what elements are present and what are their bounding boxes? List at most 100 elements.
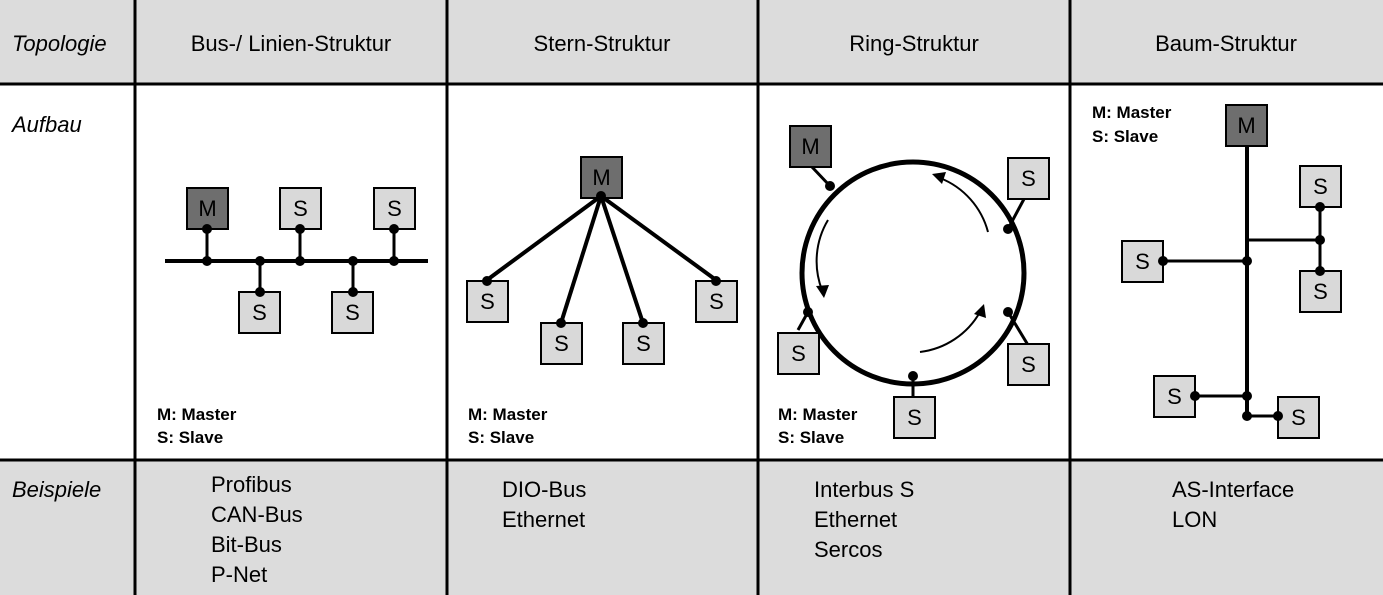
star-slave-node-3 bbox=[622, 322, 665, 365]
bus-slave-node-4 bbox=[331, 291, 374, 334]
tree-junction bbox=[1158, 256, 1168, 266]
example-item: AS-Interface bbox=[1172, 477, 1294, 502]
star-junction bbox=[482, 276, 492, 286]
ring-junction bbox=[1003, 307, 1013, 317]
tree-junction bbox=[1315, 266, 1325, 276]
tree-junction bbox=[1190, 391, 1200, 401]
star-slave-label-4: S bbox=[709, 289, 724, 314]
tree-slave-label-1: S bbox=[1313, 174, 1328, 199]
example-item: Bit-Bus bbox=[211, 532, 282, 557]
tree-slave-node-4 bbox=[1153, 375, 1196, 418]
ring-slave-label-1: S bbox=[1021, 166, 1036, 191]
tree-junction bbox=[1315, 202, 1325, 212]
row-label-topologie: Topologie bbox=[12, 31, 107, 56]
ring-junction bbox=[908, 371, 918, 381]
ring-direction-arrow-3 bbox=[919, 311, 981, 353]
column-header-bus: Bus-/ Linien-Struktur bbox=[191, 31, 392, 56]
bus-slave-label-4: S bbox=[345, 300, 360, 325]
tree-slave-label-2: S bbox=[1135, 249, 1150, 274]
ring-slave-label-2: S bbox=[791, 341, 806, 366]
bus-slave-label-1: S bbox=[293, 196, 308, 221]
example-item: Profibus bbox=[211, 472, 292, 497]
examples-baum: AS-Interface LON bbox=[1172, 477, 1294, 532]
bus-junction bbox=[389, 256, 399, 266]
bus-junction bbox=[255, 256, 265, 266]
ring-stub-s3 bbox=[1006, 311, 1030, 346]
tree-junction bbox=[1242, 391, 1252, 401]
bus-junction bbox=[202, 256, 212, 266]
bus-master-label: M bbox=[198, 196, 216, 221]
ring-junction bbox=[1003, 224, 1013, 234]
tree-junction bbox=[1273, 411, 1283, 421]
ring-direction-arrow-1 bbox=[939, 177, 989, 233]
tree-slave-node-5 bbox=[1277, 396, 1320, 439]
ring-slave-node-1 bbox=[1007, 157, 1050, 200]
star-link-1 bbox=[485, 194, 603, 282]
star-junction bbox=[596, 191, 606, 201]
examples-stern: DIO-Bus Ethernet bbox=[502, 477, 586, 532]
ring-slave-node-3 bbox=[1007, 343, 1050, 386]
tree-junction bbox=[1315, 235, 1325, 245]
column-header-baum: Baum-Struktur bbox=[1155, 31, 1297, 56]
tree-legend-slave: S: Slave bbox=[1092, 127, 1158, 146]
column-header-stern: Stern-Struktur bbox=[534, 31, 671, 56]
ring-master-label: M bbox=[801, 134, 819, 159]
ring-slave-node-4 bbox=[893, 396, 936, 439]
bus-junction bbox=[255, 287, 265, 297]
examples-bus: Profibus CAN-Bus Bit-Bus P-Net bbox=[211, 472, 303, 587]
star-junction bbox=[711, 276, 721, 286]
tree-junction bbox=[1242, 256, 1252, 266]
star-junction bbox=[638, 318, 648, 328]
example-item: DIO-Bus bbox=[502, 477, 586, 502]
ring-junction bbox=[825, 181, 835, 191]
tree-legend-master: M: Master bbox=[1092, 103, 1172, 122]
beispiele-row-bg bbox=[0, 460, 1383, 595]
tree-slave-label-5: S bbox=[1291, 405, 1306, 430]
ring-direction-arrow-2 bbox=[815, 219, 829, 291]
example-item: LON bbox=[1172, 507, 1217, 532]
star-legend-master: M: Master bbox=[468, 405, 548, 424]
star-link-4 bbox=[599, 194, 718, 282]
bus-junction bbox=[202, 224, 212, 234]
ring-legend-slave: S: Slave bbox=[778, 428, 844, 447]
star-slave-node-1 bbox=[466, 280, 509, 323]
star-legend-slave: S: Slave bbox=[468, 428, 534, 447]
ring-arrowhead-3 bbox=[974, 304, 986, 318]
bus-master-node bbox=[186, 187, 229, 230]
star-link-2 bbox=[559, 195, 603, 324]
star-slave-label-1: S bbox=[480, 289, 495, 314]
bus-junction bbox=[389, 224, 399, 234]
tree-topology-diagram: M: Master S: Slave M S S S S S bbox=[1092, 103, 1342, 439]
example-item: P-Net bbox=[211, 562, 267, 587]
star-junction bbox=[556, 318, 566, 328]
ring-slave-label-4: S bbox=[907, 405, 922, 430]
ring-arrowhead-1 bbox=[932, 172, 946, 184]
examples-ring: Interbus S Ethernet Sercos bbox=[814, 477, 914, 562]
example-item: Ethernet bbox=[502, 507, 585, 532]
bus-junction bbox=[348, 256, 358, 266]
row-label-aufbau: Aufbau bbox=[10, 112, 82, 137]
bus-slave-label-3: S bbox=[252, 300, 267, 325]
ring-stub-s1 bbox=[1006, 198, 1026, 230]
star-topology-diagram: M S S S S M: Master S: Slave bbox=[466, 156, 738, 447]
bus-junction bbox=[348, 287, 358, 297]
ring-topology-diagram: M S S S S M: Master S: Slave bbox=[777, 125, 1050, 447]
bus-junction bbox=[295, 224, 305, 234]
star-link-3 bbox=[599, 195, 645, 324]
bus-slave-node-3 bbox=[238, 291, 281, 334]
example-item: CAN-Bus bbox=[211, 502, 303, 527]
tree-master-label: M bbox=[1237, 113, 1255, 138]
ring-junction bbox=[803, 307, 813, 317]
example-item: Ethernet bbox=[814, 507, 897, 532]
row-label-beispiele: Beispiele bbox=[12, 477, 101, 502]
tree-junction bbox=[1242, 411, 1252, 421]
bus-slave-node-1 bbox=[279, 187, 322, 230]
tree-slave-label-4: S bbox=[1167, 384, 1182, 409]
ring-slave-label-3: S bbox=[1021, 352, 1036, 377]
star-slave-label-3: S bbox=[636, 331, 651, 356]
bus-topology-diagram: M S S S S M: Master S: Slave bbox=[157, 187, 428, 447]
bus-legend-master: M: Master bbox=[157, 405, 237, 424]
star-master-label: M bbox=[592, 165, 610, 190]
